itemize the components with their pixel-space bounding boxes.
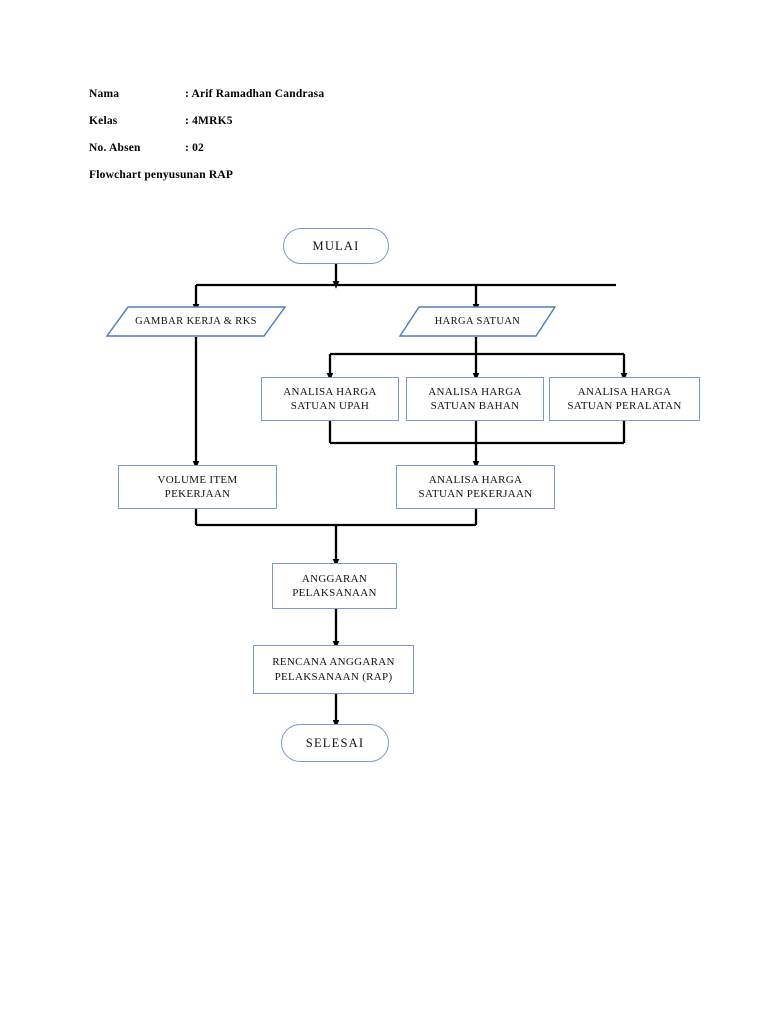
meta-label-nama: Nama: [89, 88, 120, 100]
node-analisa-harga-satuan-bahan[interactable]: ANALISA HARGA SATUAN BAHAN: [406, 377, 544, 421]
node-gambar-kerja-rks[interactable]: GAMBAR KERJA & RKS: [106, 306, 286, 337]
node-anggaran-pelaksanaan[interactable]: ANGGARAN PELAKSANAAN: [272, 563, 397, 609]
meta-label-no-absen: No. Absen: [89, 142, 141, 154]
node-harga-satuan-label: HARGA SATUAN: [434, 316, 521, 327]
meta-label-kelas: Kelas: [89, 115, 118, 127]
node-rencana-anggaran-pelaksanaan-rap[interactable]: RENCANA ANGGARAN PELAKSANAAN (RAP): [253, 645, 414, 694]
node-analisa-harga-satuan-peralatan[interactable]: ANALISA HARGA SATUAN PERALATAN: [549, 377, 700, 421]
meta-row-no-absen: No. Absen : 02: [89, 142, 609, 154]
page-title: Flowchart penyusunan RAP: [89, 169, 234, 181]
node-analisa-harga-satuan-upah[interactable]: ANALISA HARGA SATUAN UPAH: [261, 377, 399, 421]
meta-row-nama: Nama : Arif Ramadhan Candrasa: [89, 88, 609, 100]
meta-value-nama: : Arif Ramadhan Candrasa: [185, 88, 325, 100]
header-block: Nama : Arif Ramadhan Candrasa Kelas : 4M…: [89, 88, 609, 181]
node-gambar-kerja-rks-label: GAMBAR KERJA & RKS: [135, 316, 257, 327]
node-harga-satuan[interactable]: HARGA SATUAN: [399, 306, 556, 337]
node-selesai[interactable]: SELESAI: [281, 724, 389, 762]
meta-row-kelas: Kelas : 4MRK5: [89, 115, 609, 127]
parallelogram-shape-harga: [399, 306, 556, 337]
meta-value-kelas: : 4MRK5: [185, 115, 233, 127]
meta-value-no-absen: : 02: [185, 142, 205, 154]
node-analisa-harga-satuan-pekerjaan[interactable]: ANALISA HARGA SATUAN PEKERJAAN: [396, 465, 555, 509]
node-volume-item-pekerjaan[interactable]: VOLUME ITEM PEKERJAAN: [118, 465, 277, 509]
parallelogram-shape-gambar: [106, 306, 286, 337]
node-mulai[interactable]: MULAI: [283, 228, 389, 264]
